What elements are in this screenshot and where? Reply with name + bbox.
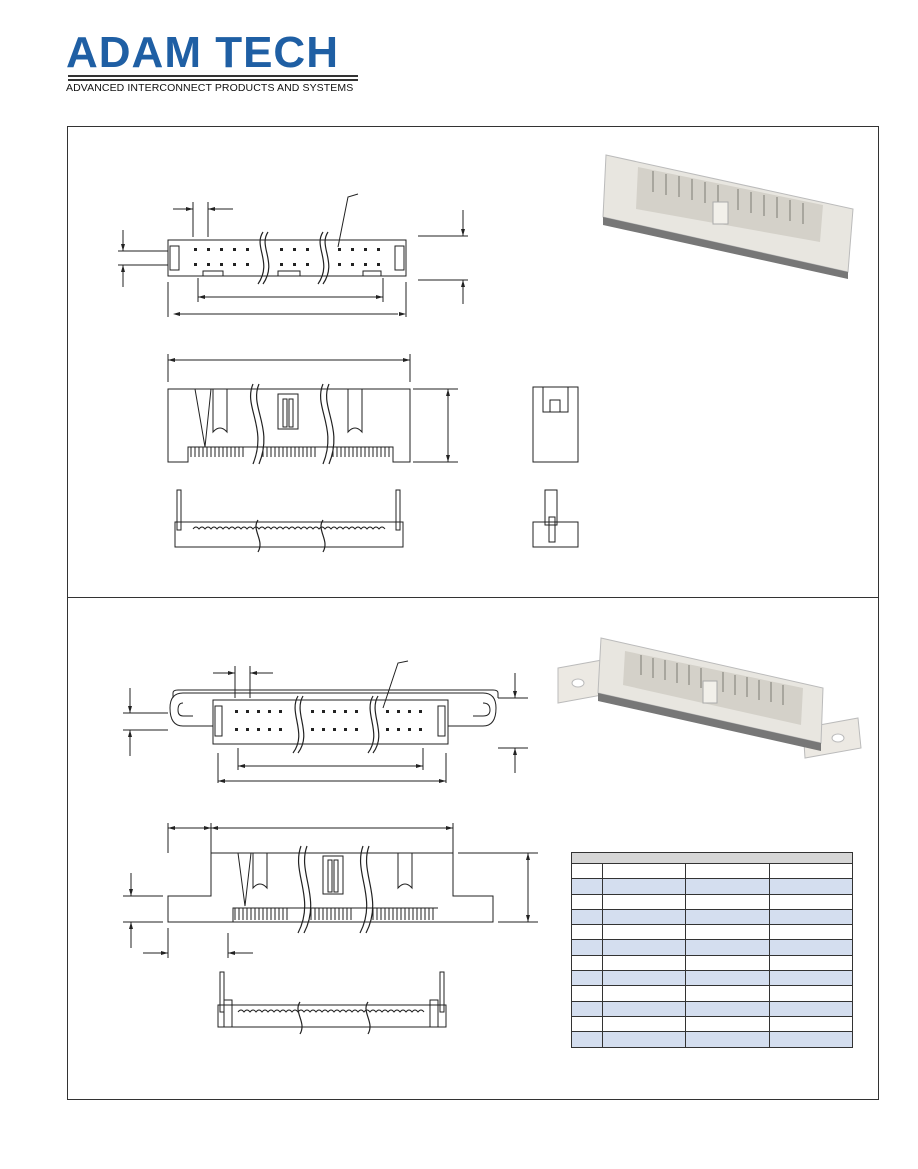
ears-top-view-drawing: [123, 660, 528, 783]
table-row: [571, 878, 854, 895]
bottom-view-drawing: [174, 489, 404, 553]
top-view-drawing: [118, 193, 468, 317]
table-row: [571, 908, 854, 926]
table-header-row: [571, 852, 853, 864]
table-row: [571, 1031, 854, 1048]
table-row: [571, 970, 854, 987]
table-row: [571, 1015, 854, 1033]
side-view-drawing: [532, 386, 579, 463]
box-header-photo: [602, 154, 854, 279]
table-row: [571, 893, 854, 910]
brand-name: ADAM TECH: [66, 28, 339, 77]
table-row: [571, 939, 854, 956]
logo-rule-top: [68, 75, 358, 77]
logo-rule-bottom: [68, 79, 358, 81]
bottom-side-view-drawing: [532, 489, 579, 548]
front-view-drawing: [167, 354, 458, 465]
table-row: [571, 1000, 854, 1017]
ears-front-view-drawing: [123, 823, 538, 958]
table-row: [571, 985, 854, 1002]
brand-tagline: ADVANCED INTERCONNECT PRODUCTS AND SYSTE…: [66, 82, 354, 94]
table-row: [571, 954, 854, 972]
panel-straight-header: [67, 126, 879, 599]
ears-bottom-view-drawing: [217, 971, 447, 1035]
table-row: [571, 924, 854, 941]
table-row: [571, 862, 854, 880]
dimension-table: [571, 852, 854, 1048]
company-logo: ADAM TECH ADVANCED INTERCONNECT PRODUCTS…: [66, 30, 362, 98]
box-header-with-ears-photo: [557, 637, 862, 759]
